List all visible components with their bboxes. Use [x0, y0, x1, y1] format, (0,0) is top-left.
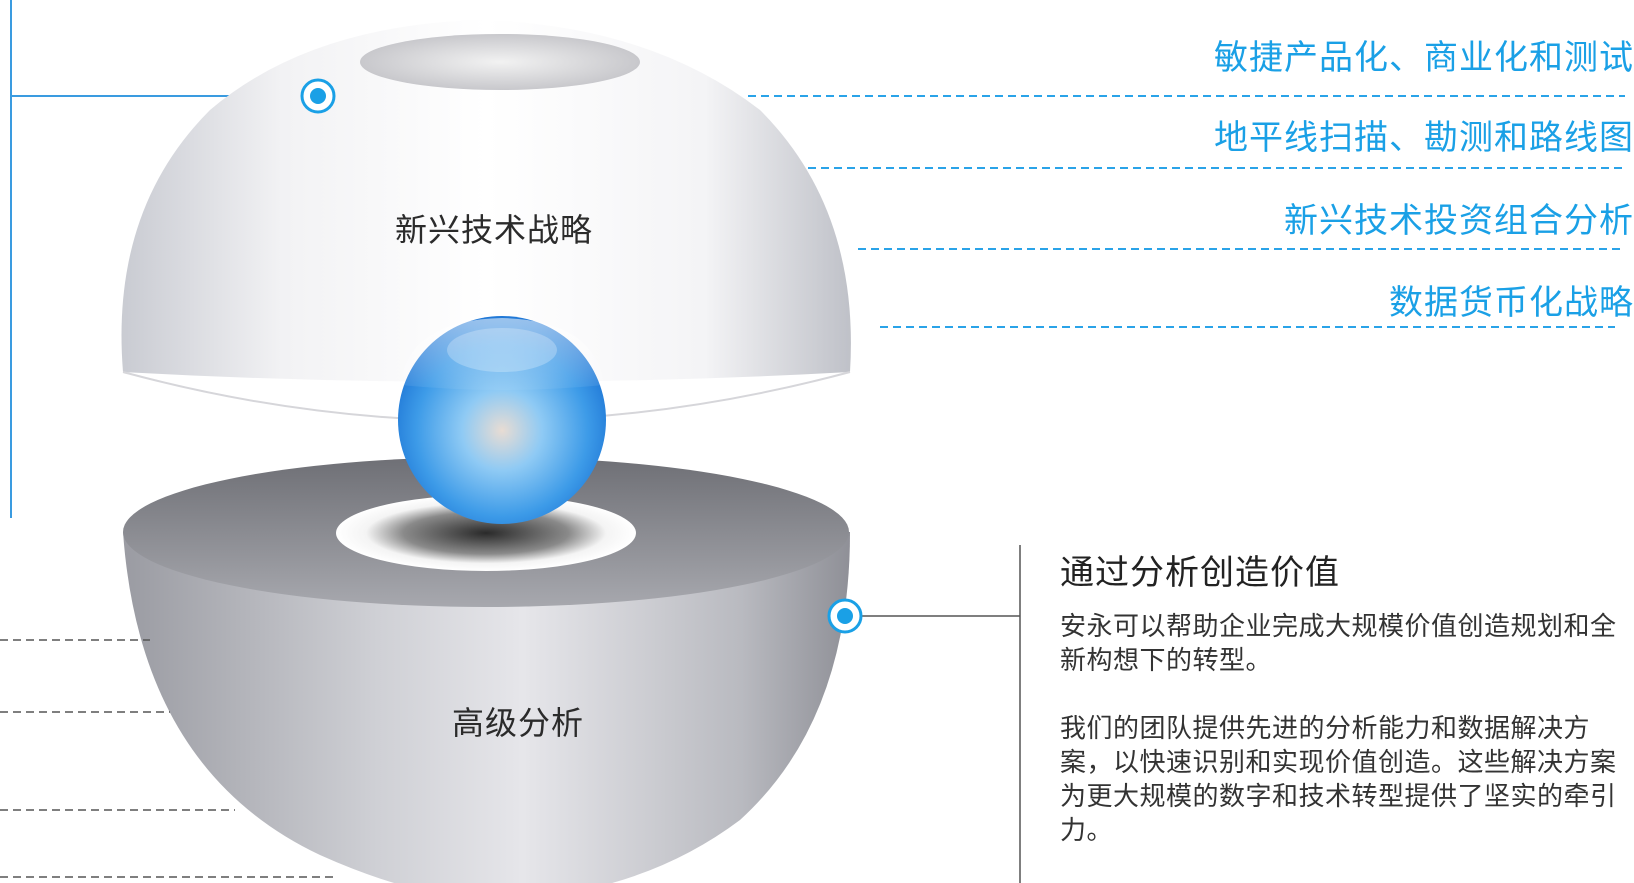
info-paragraph-1: 安永可以帮助企业完成大规模价值创造规划和全新构想下的转型。 [1060, 612, 1617, 676]
bottom-hemisphere-label: 高级分析 [452, 704, 585, 742]
info-title: 通过分析创造价值 [1060, 553, 1340, 593]
bottom-marker-icon-dot [837, 608, 853, 624]
bottom-hemisphere [123, 532, 850, 883]
service-item-3: 新兴技术投资组合分析 [1284, 201, 1634, 241]
top-hemisphere-opening [360, 34, 640, 90]
service-item-2: 地平线扫描、勘测和路线图 [1214, 118, 1634, 158]
orb-pedestal [336, 495, 636, 571]
top-hemisphere-label: 新兴技术战略 [395, 211, 594, 249]
info-paragraph-2: 我们的团队提供先进的分析能力和数据解决方案，以快速识别和实现价值创造。这些解决方… [1060, 714, 1617, 846]
service-item-4: 数据货币化战略 [1389, 283, 1634, 323]
service-item-1: 敏捷产品化、商业化和测试 [1214, 38, 1634, 78]
orb-shine [447, 328, 557, 372]
info-block: 通过分析创造价值 安永可以帮助企业完成大规模价值创造规划和全新构想下的转型。 我… [1060, 545, 1632, 882]
top-marker-icon-dot [310, 88, 326, 104]
top-hemisphere [121, 20, 851, 382]
orb-highlight [400, 318, 604, 390]
